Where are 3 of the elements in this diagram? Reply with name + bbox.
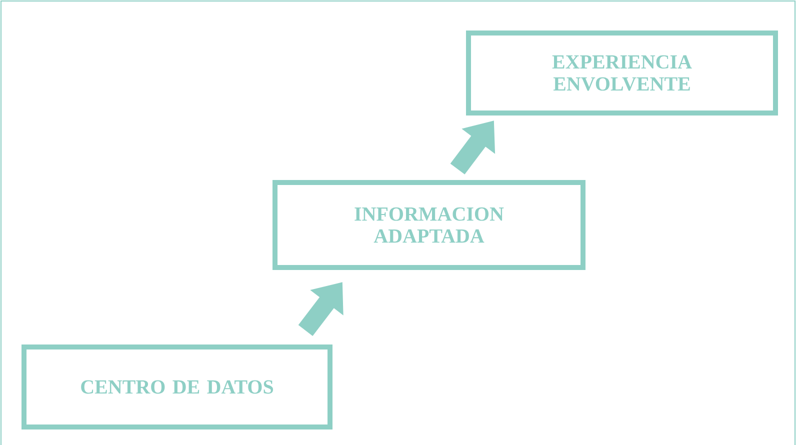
process-box: EXPERIENCIA ENVOLVENTE [466, 30, 778, 116]
process-box: CENTRO DE DATOS [22, 344, 332, 430]
process-box: INFORMACION ADAPTADA [272, 180, 586, 270]
